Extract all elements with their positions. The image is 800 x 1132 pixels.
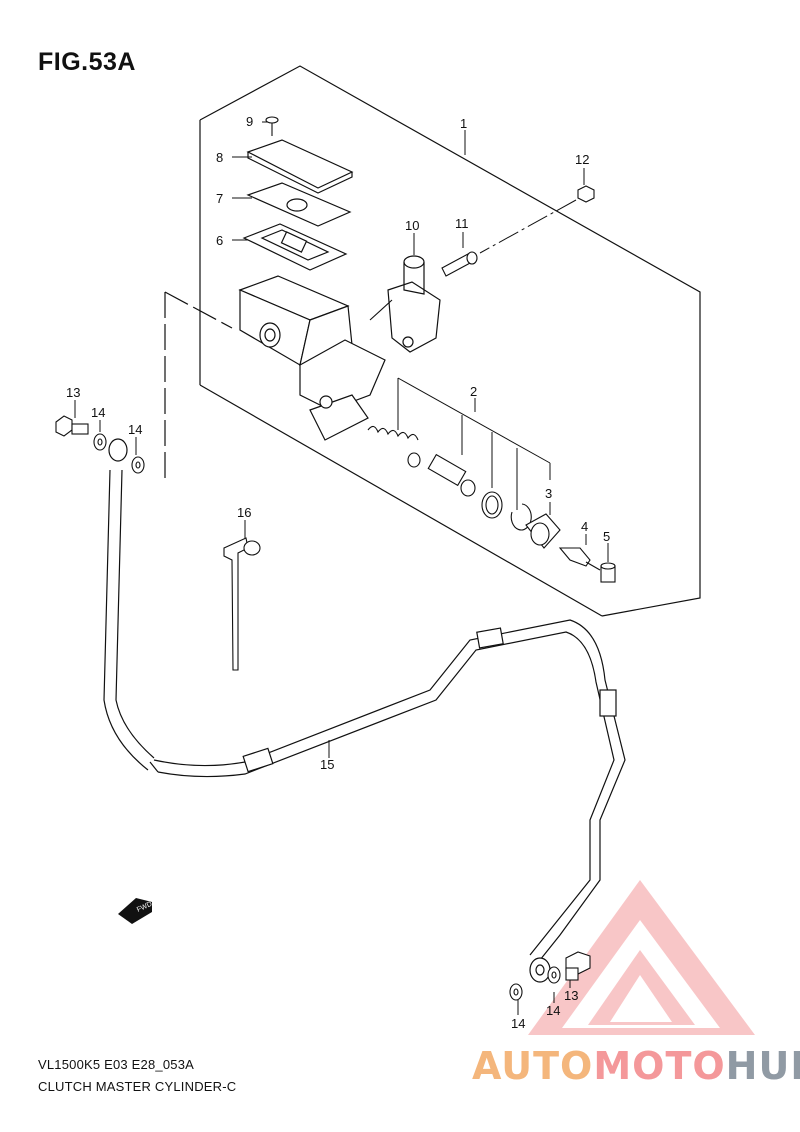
callout-label: 11 [455,216,469,231]
watermark-part-hub: HUB [725,1044,800,1088]
callout-label: 4 [581,519,588,534]
callout-labels: 1 2 3 4 5 6 7 8 9 10 11 12 13 14 14 15 1… [66,114,610,1031]
callout-label: 14 [511,1016,525,1031]
washer-upper-part-14b [131,456,145,474]
hose-clamp-part-16 [223,537,261,671]
watermark-part-auto: AUTO [472,1044,594,1088]
callout-label: 13 [66,385,80,400]
diaphragm-part-6 [242,223,348,271]
reservoir-cap-part-8 [246,139,354,194]
assembly-box-outline [164,65,701,617]
leader-lines [74,121,609,1015]
callout-label: 12 [575,152,589,167]
screw-part-9 [265,116,279,136]
nut-part-12 [577,185,595,203]
callout-label: 14 [91,405,105,420]
callout-label: 2 [470,384,477,399]
callout-label: 7 [216,191,223,206]
callout-label: 3 [545,486,552,501]
push-rod-part-4 [558,547,601,571]
washer-lower-part-14c [547,966,561,984]
callout-label: 1 [460,116,467,131]
washer-upper-part-14a [93,433,107,451]
figure-title: FIG.53A [38,48,136,76]
caption-part-name: CLUTCH MASTER CYLINDER-C [38,1079,237,1094]
callout-label: 14 [128,422,142,437]
callout-label: 13 [564,988,578,1003]
master-cylinder-body-part-1 [238,255,441,441]
piston-kit-part-2 [367,425,532,531]
callout-label: 8 [216,150,223,165]
clutch-hose-part-15 [103,438,626,983]
holder-part-10 [369,299,393,321]
watermark-brand-text: AUTOMOTOHUB [472,1044,800,1088]
callout-label: 6 [216,233,223,248]
diaphragm-plate-part-7 [246,182,352,227]
watermark-triangle-logo [528,880,755,1035]
boot-part-3 [525,513,561,549]
callout-label: 5 [603,529,610,544]
nut-part-5 [600,562,616,583]
callout-label: 10 [405,218,419,233]
forward-direction-arrow-icon: FWD [118,898,153,924]
union-bolt-upper-part-13 [55,415,89,437]
caption-model-code: VL1500K5 E03 E28_053A [38,1057,194,1072]
callout-label: 14 [546,1003,560,1018]
callout-label: 16 [237,505,251,520]
watermark-part-moto: MOTO [593,1044,726,1088]
union-bolt-lower-part-13 [565,951,591,981]
washer-lower-part-14d [509,983,523,1001]
callout-label: 9 [246,114,253,129]
bolt-part-11 [441,251,478,277]
callout-label: 15 [320,757,334,772]
